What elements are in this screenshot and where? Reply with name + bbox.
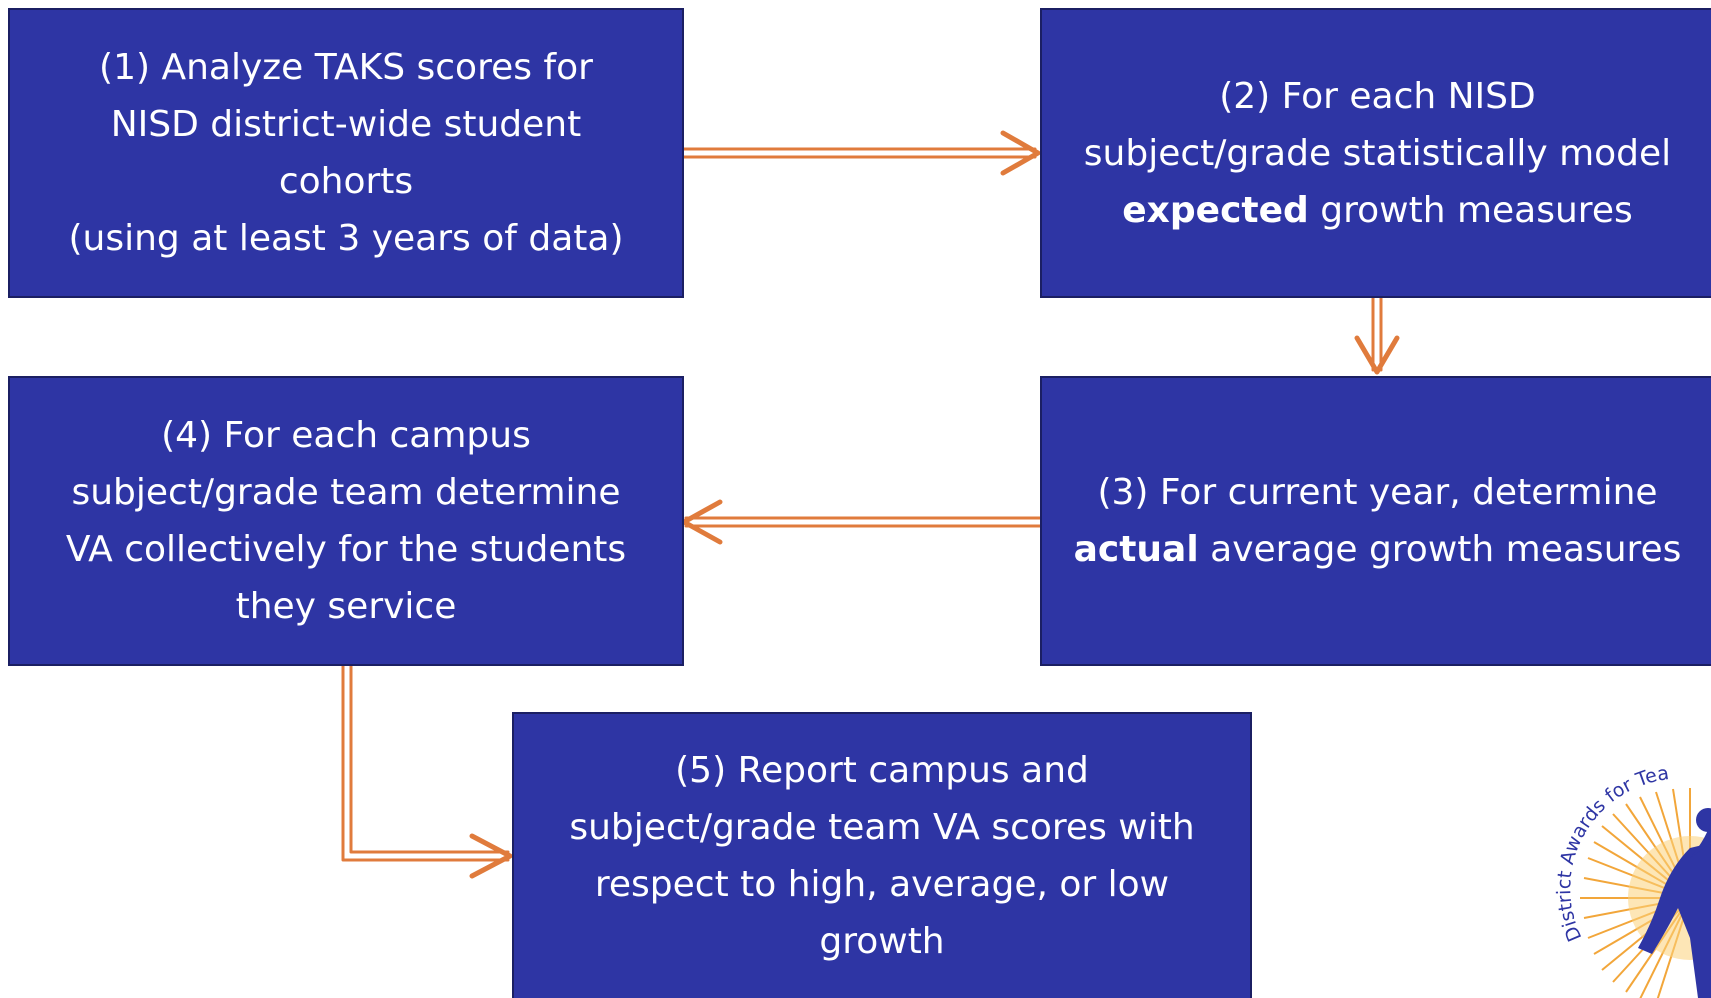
step-2-line: subject/grade statistically model [1083,132,1672,174]
step-1-line: NISD district-wide student [110,104,582,145]
step-2-box: (2) For each NISD subject/grade statisti… [1040,8,1711,298]
arrow-step2-to-step3 [1354,296,1400,375]
step-1-box: (1) Analyze TAKS scores for NISD distric… [8,8,684,298]
step-4-box: (4) For each campus subject/grade team d… [8,376,684,666]
step-5-line: (5) Report campus and [675,750,1089,791]
step-4-line: (4) For each campus [161,415,531,456]
person-figure-icon [1638,808,1711,998]
step-1-line: (using at least 3 years of data) [68,218,624,259]
step-3-box: (3) For current year, determine actual a… [1040,376,1711,666]
step-2-bold-word: expected [1122,189,1309,231]
step-5-line: respect to high, average, or low [594,864,1170,905]
step-5-box: (5) Report campus and subject/grade team… [512,712,1252,998]
arrow-step3-to-step4 [681,499,1042,545]
step-4-line: VA collectively for the students [65,529,627,570]
arrow-step4-to-step5 [341,663,513,879]
step-4-line: subject/grade team determine [71,472,621,513]
arrow-step1-to-step2 [680,130,1041,176]
step-3-line: (3) For current year, determine [1097,472,1658,513]
step-4-line: they service [235,586,457,627]
step-2-line: growth measures [1308,189,1633,231]
district-awards-logo: District Awards for Tea [1553,762,1711,998]
step-5-line: growth [819,921,945,962]
step-3-bold-word: actual [1073,529,1199,570]
step-1-line: cohorts [278,161,414,202]
step-2-line: (2) For each NISD [1219,75,1536,117]
step-3-line: average growth measures [1198,529,1682,570]
step-1-line: (1) Analyze TAKS scores for [99,47,593,88]
step-5-line: subject/grade team VA scores with [569,807,1195,848]
